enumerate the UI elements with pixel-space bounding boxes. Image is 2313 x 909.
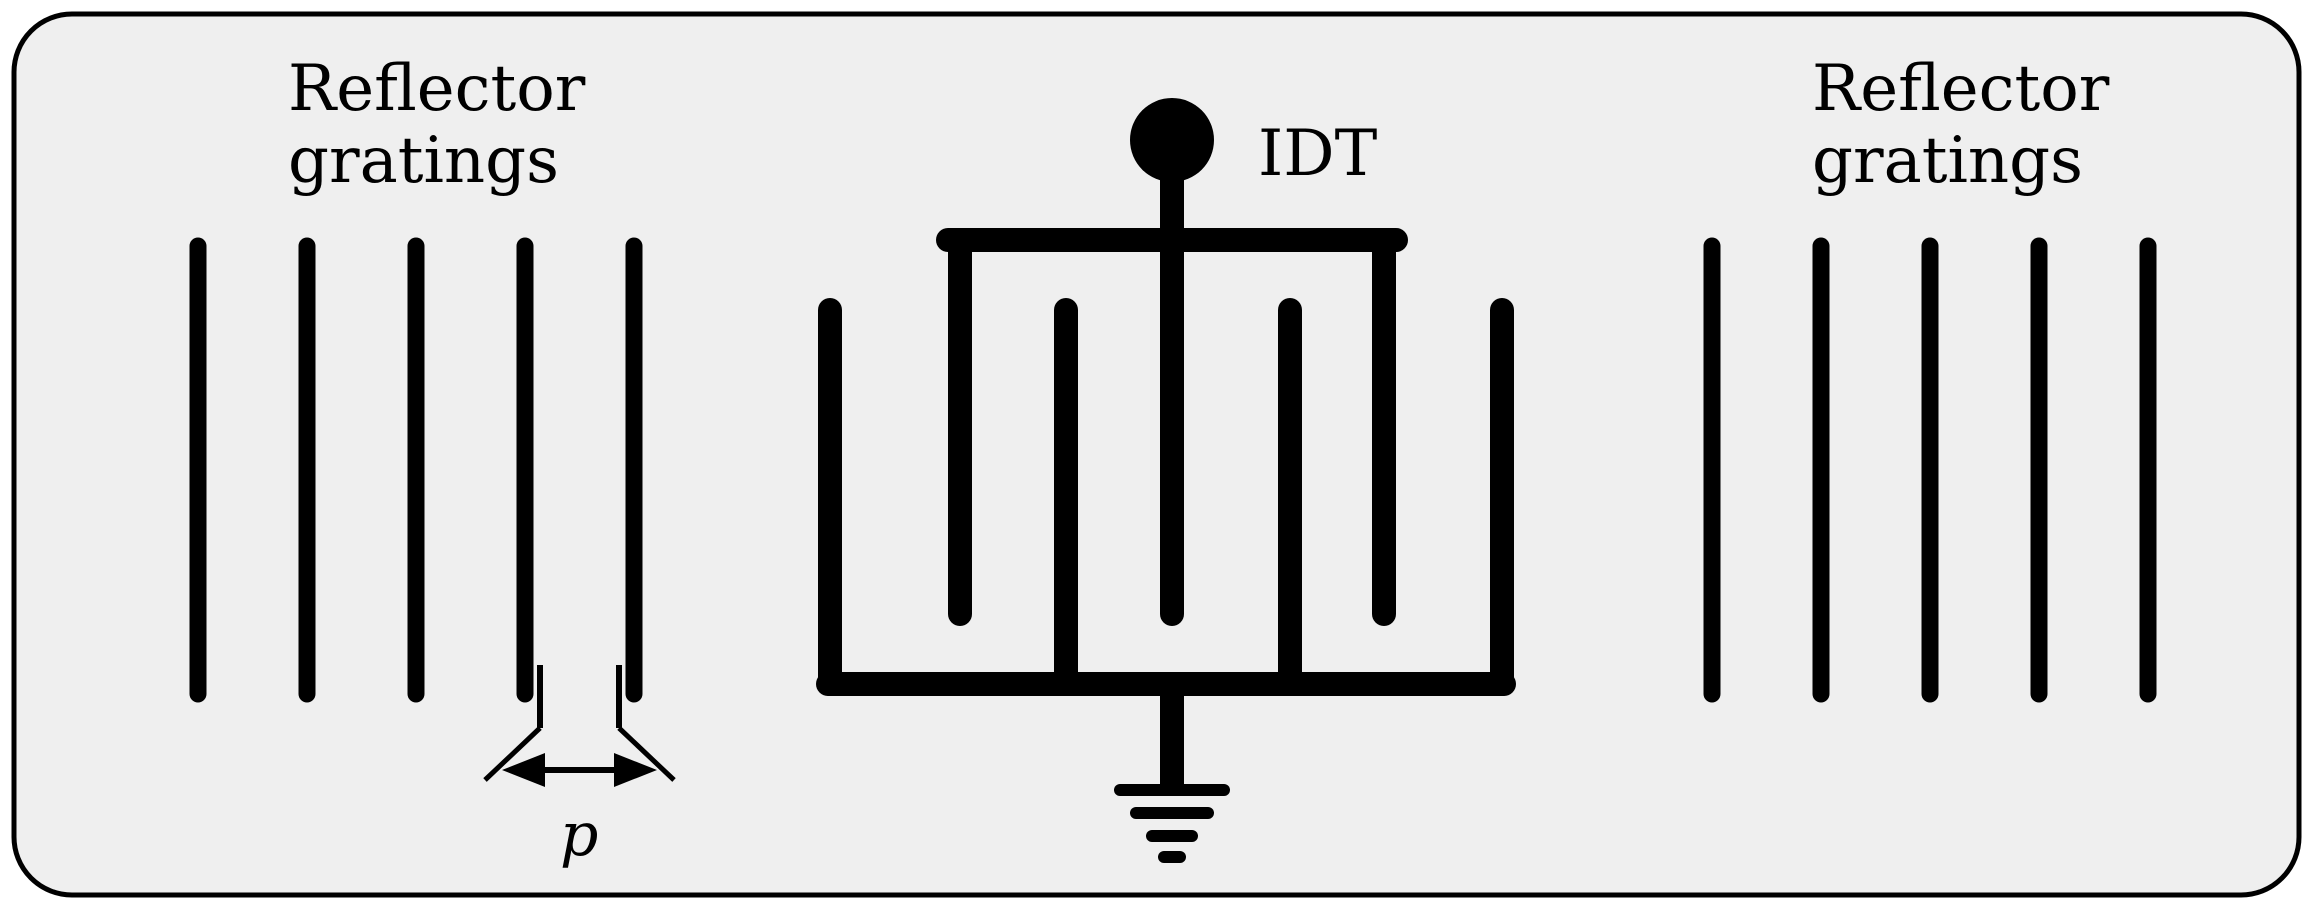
substrate-panel <box>11 11 2302 898</box>
idt-ground-electrode <box>816 298 1516 786</box>
right-reflector-label-line1: Reflector <box>1812 52 2110 126</box>
right-reflector-gratings <box>1703 237 2157 703</box>
right-reflector-label: Reflector gratings <box>1812 52 2130 198</box>
right-reflector-label-line2: gratings <box>1812 124 2083 198</box>
left-reflector-label: Reflector gratings <box>288 52 606 198</box>
left-reflector-label-line2: gratings <box>288 124 559 198</box>
pitch-dimension <box>483 665 676 787</box>
left-reflector-label-line1: Reflector <box>288 52 586 126</box>
pitch-leader-left <box>483 726 542 782</box>
pitch-label: p <box>560 800 598 870</box>
idt-label: IDT <box>1258 117 1378 191</box>
ground-icon <box>1114 784 1230 863</box>
left-reflector-gratings <box>189 237 643 703</box>
signal-terminal <box>1130 98 1214 182</box>
pitch-leader-right <box>617 726 676 782</box>
pitch-arrowhead-right <box>614 753 657 787</box>
pitch-arrowhead-left <box>502 753 545 787</box>
idt-signal-electrode <box>936 98 1408 626</box>
